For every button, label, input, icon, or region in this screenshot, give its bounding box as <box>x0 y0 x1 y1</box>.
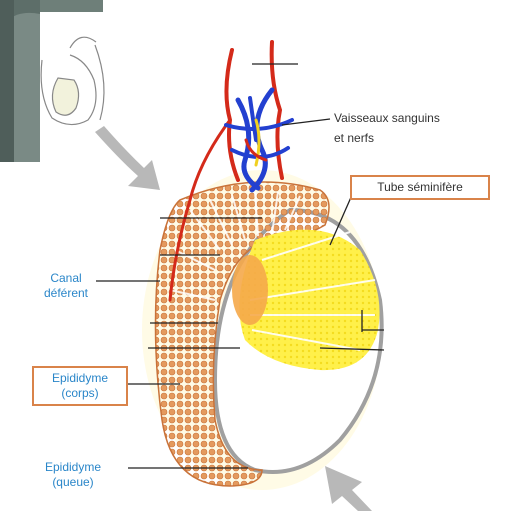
thumbnail-sketch <box>41 37 104 124</box>
label-canal-deferent: Canal déférent <box>36 271 96 301</box>
arrow-top-left <box>95 126 160 190</box>
label-vaisseaux-line2: et nerfs <box>334 131 374 146</box>
rete-testis <box>232 255 268 325</box>
label-epididyme-queue: Epididyme (queue) <box>28 460 118 490</box>
label-queue-line2: (queue) <box>28 475 118 490</box>
label-corps-line1: Epididyme <box>40 371 120 386</box>
label-tube-text: Tube séminifère <box>377 180 463 194</box>
label-epididyme-corps: Epididyme (corps) <box>32 366 128 406</box>
label-vaisseaux-line1: Vaisseaux sanguins <box>334 111 440 126</box>
label-tube-seminifere: Tube séminifère <box>350 175 490 200</box>
arrow-bottom-right <box>325 466 372 511</box>
label-queue-line1: Epididyme <box>28 460 118 475</box>
label-corps-line2: (corps) <box>40 386 120 401</box>
photo-corner <box>0 0 103 162</box>
label-canal-line1: Canal <box>36 271 96 286</box>
label-canal-line2: déférent <box>36 286 96 301</box>
